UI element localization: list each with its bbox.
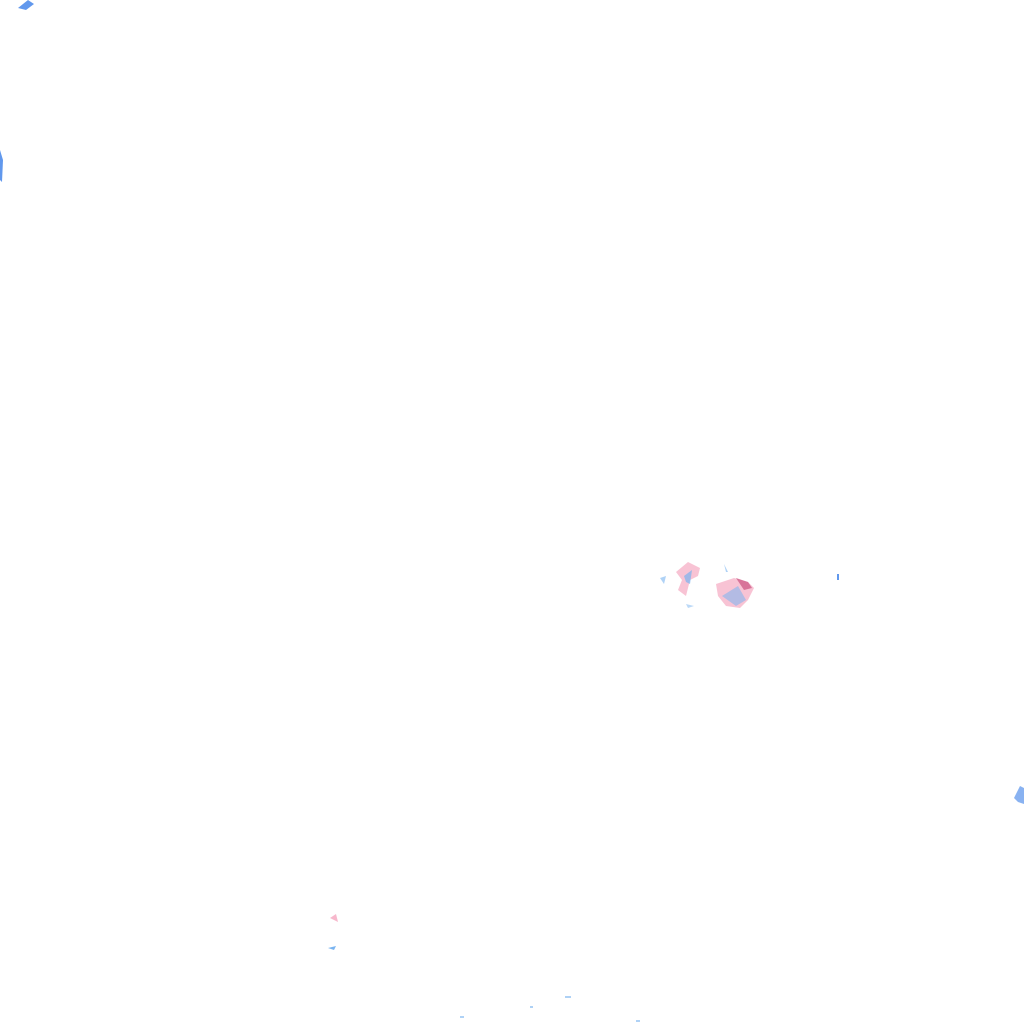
blue-mark-bottom: [328, 946, 336, 950]
blue-mark-left-edge: [0, 150, 3, 182]
right-pink-cluster: [716, 564, 839, 608]
blue-mark-top-left: [18, 0, 34, 10]
pink-mark-bottom: [330, 914, 338, 922]
blue-mark-right-edge: [1014, 786, 1024, 804]
left-pink-cluster: [660, 562, 700, 608]
bottom-specks: [460, 996, 640, 1022]
